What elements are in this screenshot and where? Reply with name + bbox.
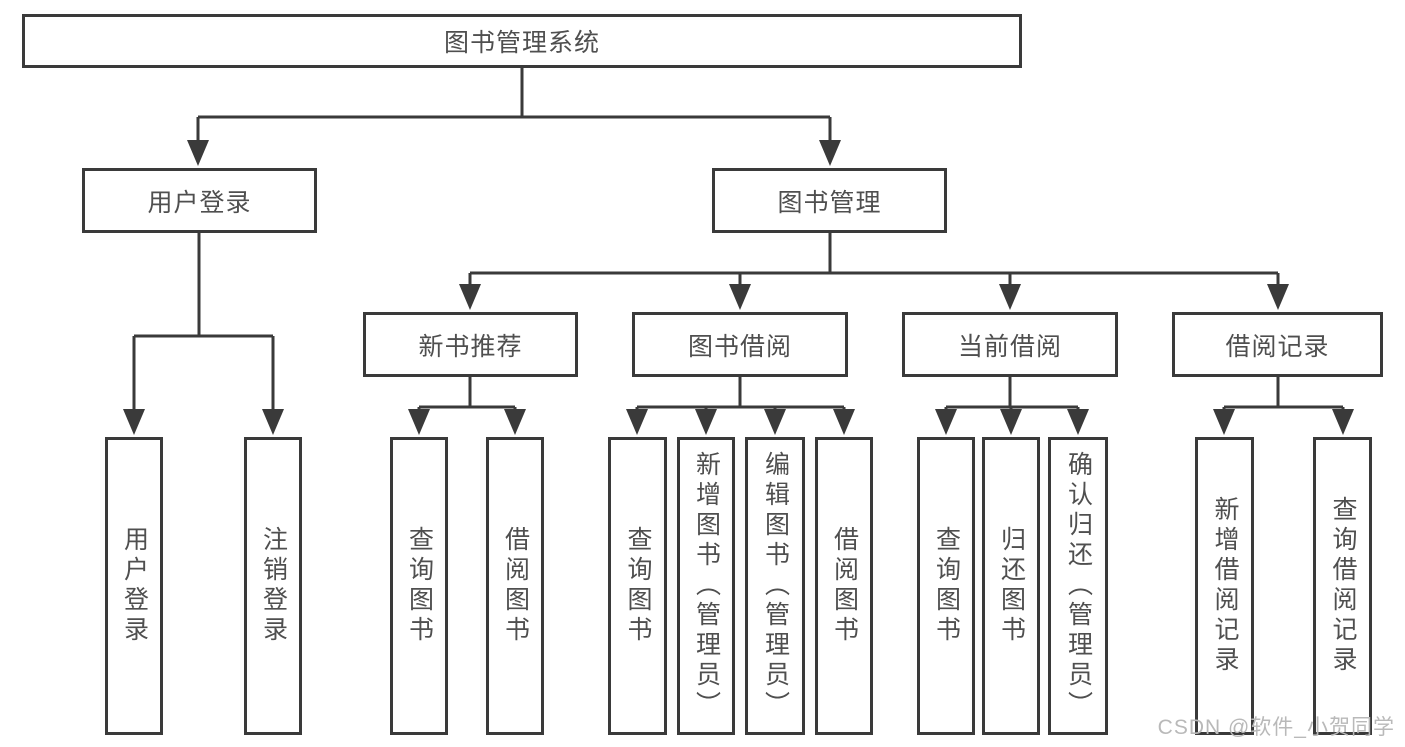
arrowhead (935, 409, 957, 435)
arrowhead (408, 409, 430, 435)
leaf-query-books-recommend: 查询图书 (390, 437, 448, 735)
node-user-login: 用户登录 (82, 168, 317, 233)
leaf-borrow-books-recommend: 借阅图书 (486, 437, 544, 735)
leaf-label: 新增借阅记录 (1211, 496, 1239, 676)
leaf-confirm-return-admin: 确认归还（管理员） (1048, 437, 1108, 735)
leaf-query-borrow-record: 查询借阅记录 (1313, 437, 1372, 735)
leaf-label: 注销登录 (259, 526, 288, 646)
node-new-book-recommend: 新书推荐 (363, 312, 578, 377)
leaf-logout: 注销登录 (244, 437, 302, 735)
leaf-label: 确认归还（管理员） (1064, 451, 1093, 721)
arrowhead (626, 409, 648, 435)
leaf-label: 查询借阅记录 (1329, 496, 1357, 676)
arrowhead (695, 409, 717, 435)
leaf-query-books-borrow: 查询图书 (608, 437, 667, 735)
node-book-borrow: 图书借阅 (632, 312, 848, 377)
leaf-label: 用户登录 (120, 526, 149, 646)
arrowhead (1332, 409, 1354, 435)
leaf-borrow-books-borrow: 借阅图书 (815, 437, 873, 735)
arrowhead (729, 284, 751, 310)
leaf-label: 编辑图书（管理员） (761, 451, 790, 721)
arrowhead (187, 140, 209, 166)
arrowhead (504, 409, 526, 435)
leaf-label: 查询图书 (624, 526, 652, 646)
arrowhead (1067, 409, 1089, 435)
csdn-watermark: CSDN @软件_小贺同学 (1157, 716, 1395, 739)
leaf-user-login: 用户登录 (105, 437, 163, 735)
node-book-management: 图书管理 (712, 168, 947, 233)
arrowhead (819, 140, 841, 166)
leaf-label: 借阅图书 (501, 526, 530, 646)
leaf-label: 新增图书（管理员） (692, 451, 721, 721)
arrowhead (1267, 284, 1289, 310)
leaf-return-books: 归还图书 (982, 437, 1040, 735)
leaf-add-book-admin: 新增图书（管理员） (677, 437, 735, 735)
arrowhead (833, 409, 855, 435)
node-library-management-system: 图书管理系统 (22, 14, 1022, 68)
leaf-edit-book-admin: 编辑图书（管理员） (745, 437, 805, 735)
arrowhead (764, 409, 786, 435)
arrowhead (459, 284, 481, 310)
leaf-query-books-current: 查询图书 (917, 437, 975, 735)
arrowhead (1213, 409, 1235, 435)
leaf-add-borrow-record: 新增借阅记录 (1195, 437, 1254, 735)
leaf-label: 归还图书 (997, 526, 1026, 646)
leaf-label: 查询图书 (405, 526, 434, 646)
arrowhead (123, 409, 145, 435)
arrowhead (999, 284, 1021, 310)
node-current-borrow: 当前借阅 (902, 312, 1118, 377)
arrowhead (262, 409, 284, 435)
arrowhead (1000, 409, 1022, 435)
leaf-label: 借阅图书 (830, 526, 859, 646)
node-borrow-records: 借阅记录 (1172, 312, 1383, 377)
leaf-label: 查询图书 (932, 526, 961, 646)
